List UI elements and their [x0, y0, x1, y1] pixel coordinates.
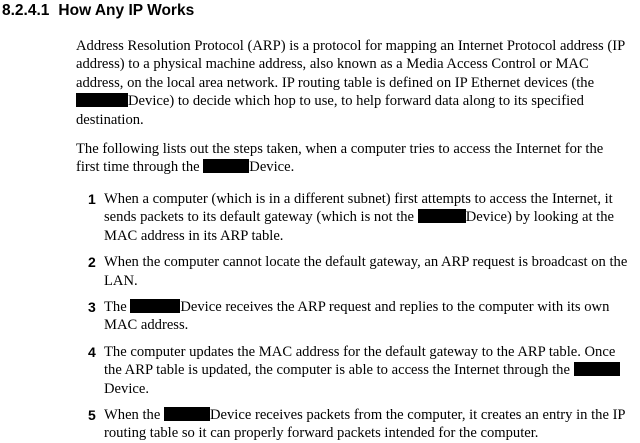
redaction-block [76, 93, 128, 108]
intro-p2-text-before: The following lists out the steps taken,… [76, 141, 604, 176]
steps-list: 1 When a computer (which is in a differe… [88, 190, 628, 443]
intro-paragraph-1: Address Resolution Protocol (ARP) is a p… [76, 37, 628, 129]
step-text-before: When a computer (which is in a different… [104, 191, 613, 226]
step-item: 2 When the computer cannot locate the de… [88, 253, 628, 290]
step-number: 4 [88, 343, 96, 360]
section-heading: 8.2.4.1 How Any IP Works [2, 2, 194, 20]
step-number: 3 [88, 299, 96, 316]
step-number: 1 [88, 191, 96, 207]
step-text-after: Device receives the ARP request and repl… [104, 299, 610, 334]
redaction-block [203, 159, 250, 174]
step-number: 5 [88, 407, 96, 424]
step-item: 3 The Device receives the ARP request an… [88, 298, 628, 335]
redaction-block [417, 209, 466, 224]
redaction-block [130, 299, 181, 314]
step-text-before: The computer updates the MAC address for… [104, 343, 616, 379]
step-text-after: Device) by looking at the MAC address in… [104, 209, 615, 244]
intro-p1-text-after: Device) to decide which hop to use, to h… [76, 93, 584, 128]
step-number: 2 [88, 254, 96, 271]
section-number: 8.2.4.1 [2, 2, 50, 19]
step-text-after: Device. [104, 380, 149, 397]
step-text: When the computer cannot locate the defa… [104, 254, 628, 289]
step-item: 5 When the Device receives packets from … [88, 406, 628, 443]
redaction-block [163, 407, 210, 422]
intro-paragraph-2: The following lists out the steps taken,… [76, 140, 628, 177]
step-item: 1 When a computer (which is in a differe… [88, 190, 628, 245]
intro-p2-text-after: Device. [249, 159, 295, 176]
intro-p1-text-before: Address Resolution Protocol (ARP) is a p… [76, 38, 625, 91]
redaction-block [573, 362, 620, 377]
step-text-before: When the [104, 407, 164, 424]
step-text-after: Device receives packets from the compute… [104, 407, 626, 442]
step-text-before: The [104, 299, 131, 316]
step-item: 4 The computer updates the MAC address f… [88, 343, 628, 398]
section-title: How Any IP Works [58, 2, 195, 19]
